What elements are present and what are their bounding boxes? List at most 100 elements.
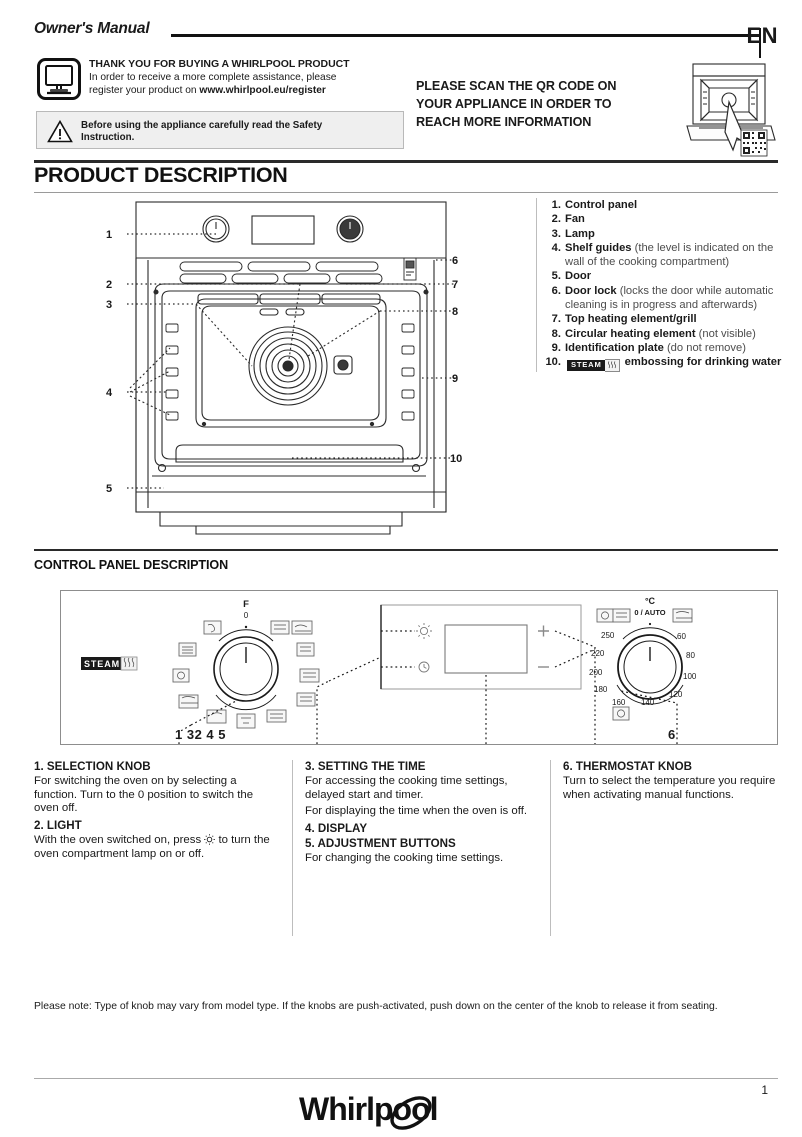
steam-badge: STEAM — [567, 358, 620, 372]
legend-item-2: 2.Fan — [552, 212, 789, 226]
control-panel-heading: CONTROL PANEL DESCRIPTION — [34, 558, 229, 572]
desc-paragraph-2-5: For changing the cooking time settings. — [305, 851, 504, 864]
qr-line-1: PLEASE SCAN THE QR CODE ON — [416, 79, 617, 93]
thank-you-line-2-prefix: register your product on — [89, 84, 200, 96]
legend-item-9: 9.Identification plate (do not remove) — [552, 341, 789, 355]
diagram-callout-2: 2 — [106, 279, 112, 291]
diagram-callout-6: 6 — [452, 255, 458, 267]
conventional-icon — [270, 620, 290, 635]
thermo-tick-220: 220 — [591, 649, 605, 658]
bread-proof-icon — [612, 706, 630, 721]
legend-item-1: 1. Control panel — [552, 198, 789, 212]
register-url[interactable]: www.whirlpool.eu/register — [199, 84, 326, 96]
legend-item-6: 6.Door lock (locks the door while automa… — [552, 284, 789, 313]
diagram-callout-1: 1 — [106, 229, 112, 241]
bread-icon — [178, 694, 199, 709]
light-bulb-icon — [204, 834, 216, 845]
owners-manual-title: Owner's Manual — [34, 20, 150, 37]
diagram-callout-10: 10 — [450, 453, 462, 465]
thermo-tick-120: 120 — [669, 690, 683, 699]
page-number: 1 — [761, 1083, 768, 1097]
safety-line-2: Instruction. — [81, 132, 135, 143]
legend-item-label: embossing for drinking water — [621, 356, 782, 369]
selection-knob: F 0 — [213, 599, 279, 711]
steam-clean-icon — [612, 608, 631, 623]
oven-front-cutaway-diagram: 1 2 3 4 5 6 7 8 9 10 — [100, 196, 462, 536]
footer-divider-rule — [34, 1078, 778, 1079]
legend-item-number: 1. — [551, 199, 561, 211]
legend-item-10: 10. STEAM embossing for drinking water — [545, 355, 789, 372]
diagram-callout-3: 3 — [106, 299, 112, 311]
desc-heading-1-0: 1. SELECTION KNOB — [34, 760, 151, 773]
thermo-tick-180: 180 — [594, 685, 608, 694]
svg-text:0: 0 — [244, 611, 249, 620]
special-function-icon — [296, 642, 315, 657]
safety-notice-box: Before using the appliance carefully rea… — [36, 111, 404, 149]
legend-item-note: (do not remove) — [663, 341, 746, 354]
legend-item-5: 5.Door — [552, 269, 789, 283]
desc-paragraph-3-1: Turn to select the temperature you requi… — [563, 774, 776, 801]
thank-you-body: In order to receive a more complete assi… — [89, 72, 409, 97]
svg-text:0 / AUTO: 0 / AUTO — [634, 608, 665, 617]
safety-line-1: Before using the appliance carefully rea… — [81, 120, 323, 131]
diagram-callout-5: 5 — [106, 483, 112, 495]
thank-you-heading: THANK YOU FOR BUYING A WHIRLPOOL PRODUCT — [89, 58, 350, 70]
legend-item-number: 8. — [551, 327, 561, 340]
desc-text-before-icon: With the oven switched on, press — [34, 833, 205, 846]
legend-item-label: Control panel — [565, 199, 638, 211]
thermo-tick-250: 250 — [601, 631, 615, 640]
steam-puff-icon — [604, 358, 620, 372]
display-panel-group — [380, 604, 582, 690]
legend-item-number: 7. — [551, 313, 561, 326]
desc-paragraph-1-1: For switching the oven on by selecting a… — [34, 774, 254, 815]
bottom-heat-icon — [296, 692, 316, 707]
thank-you-line-1: In order to receive a more complete assi… — [89, 72, 337, 83]
legend-item-note: (not visible) — [695, 327, 756, 340]
svg-text:F: F — [243, 599, 249, 610]
legend-item-number: 6. — [551, 284, 561, 297]
plus-button — [538, 625, 549, 637]
legend-item-number: 5. — [551, 270, 561, 283]
thermo-tick-200: 200 — [589, 668, 603, 677]
svg-text:STEAM: STEAM — [84, 659, 120, 669]
control-panel-ref-right: 6 — [668, 727, 676, 742]
legend-item-label: Circular heating element — [565, 327, 696, 340]
header-divider-rule — [171, 34, 761, 37]
legend-item-number: 9. — [551, 341, 561, 354]
control-panel-reference-row: 1 32 4 5 6 — [60, 727, 778, 749]
svg-text:°C: °C — [645, 596, 656, 606]
language-code: EN — [746, 23, 778, 48]
thermo-tick-160: 160 — [612, 698, 626, 707]
qr-line-3: REACH MORE INFORMATION — [416, 115, 592, 129]
legend-item-label: Fan — [565, 213, 585, 226]
diagram-callout-9: 9 — [452, 373, 458, 385]
qr-code-glyph — [740, 129, 768, 157]
diagram-callout-7: 7 — [452, 279, 458, 291]
qr-line-2: YOUR APPLIANCE IN ORDER TO — [416, 97, 612, 111]
legend-item-note: (the level is indicated on the wall of t… — [565, 241, 774, 269]
legend-item-number: 10. — [545, 356, 561, 369]
qr-callout-text: PLEASE SCAN THE QR CODE ON YOUR APPLIANC… — [416, 77, 666, 131]
legend-item-label: Top heating element/grill — [565, 313, 697, 326]
desc-heading-2-4: 5. ADJUSTMENT BUTTONS — [305, 836, 456, 850]
legend-item-4: 4.Shelf guides (the level is indicated o… — [552, 241, 789, 270]
legend-item-label: Lamp — [565, 227, 595, 240]
diagram-callout-4: 4 — [106, 387, 113, 399]
safety-notice-text: Before using the appliance carefully rea… — [81, 120, 391, 144]
thermo-tick-60: 60 — [677, 632, 686, 641]
legend-item-number: 4. — [551, 241, 561, 254]
steam-embossing-badge: STEAM — [81, 656, 138, 671]
eco-icon — [266, 709, 287, 723]
header-divider-tick — [759, 28, 761, 58]
thermostat-knob: °C 0 / AUTO 250 220 200 180 160 140 120 … — [589, 596, 697, 721]
diagram-callout-8: 8 — [452, 306, 458, 318]
product-description-rule-top — [34, 160, 778, 163]
light-button — [416, 623, 432, 639]
desc-text-after-icon: to turn the oven compartment lamp on or … — [34, 833, 270, 860]
desc-paragraph-2-2: For displaying the time when the oven is… — [305, 805, 528, 818]
thermo-tick-140: 140 — [641, 698, 655, 707]
